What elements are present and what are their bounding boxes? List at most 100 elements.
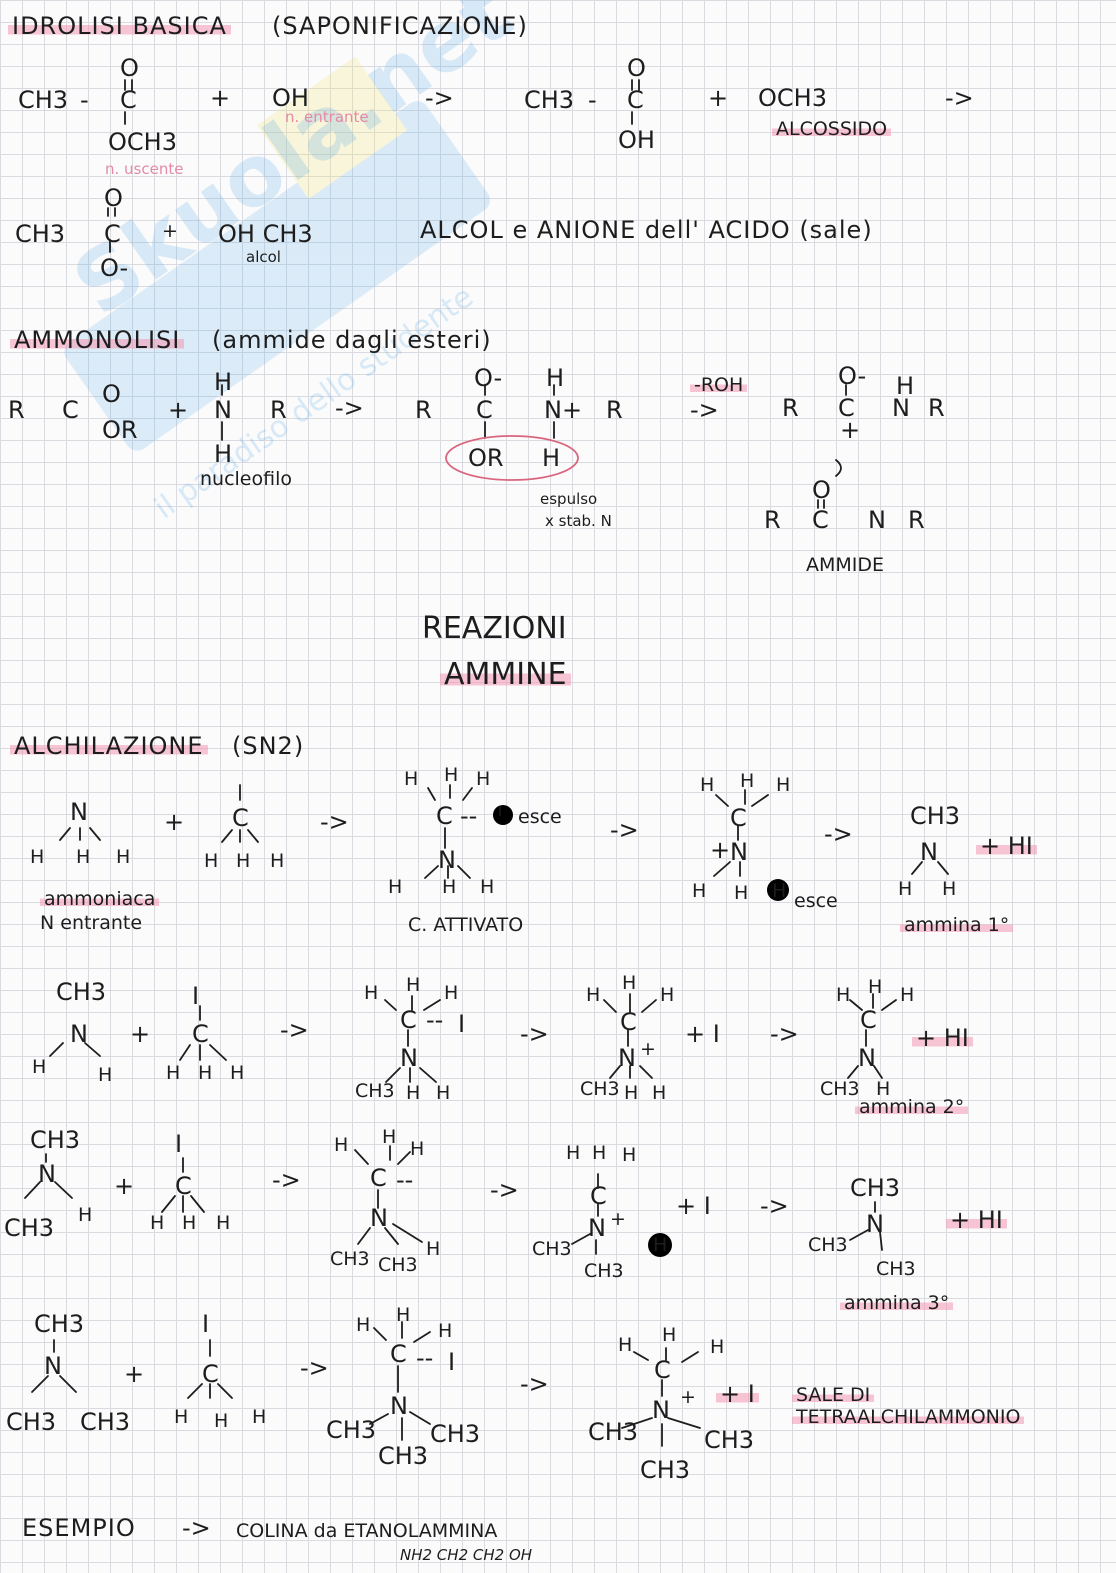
hydrogen-label: H: [480, 876, 495, 898]
partial-bond: --: [396, 1166, 414, 1194]
hydrogen-label: H: [622, 1144, 637, 1166]
tetraalchilammonio-label: TETRAALCHILAMMONIO: [792, 1408, 1025, 1427]
hydrogen-label: H: [198, 1062, 213, 1084]
reaction-arrow: ->: [425, 84, 454, 112]
partial-bond: --: [426, 1006, 444, 1034]
ch3-label: CH3: [876, 1258, 916, 1280]
section-subtitle-ammide: (ammide dagli esteri): [212, 326, 492, 354]
partial-bond: --: [416, 1344, 434, 1372]
oxygen-label: O: [120, 54, 139, 82]
ch3-label-product: CH3: [524, 86, 575, 114]
ch3-label: CH3: [378, 1254, 418, 1276]
oxide-label: O-: [838, 362, 867, 390]
plus-sign: +: [114, 1172, 135, 1200]
r-group-label: R: [8, 396, 25, 424]
esempio-text: COLINA da ETANOLAMMINA: [236, 1520, 498, 1542]
hydroxide-label: OH: [272, 84, 309, 112]
oxygen-label-product: O: [627, 54, 646, 82]
hydrogen-label: H: [214, 1410, 229, 1432]
carbon-label: C: [654, 1356, 671, 1384]
r-group-label: R: [270, 396, 287, 424]
iodide-byproduct: + I: [676, 1192, 711, 1220]
ch3-label: CH3: [820, 1078, 860, 1100]
hydrogen-label: H: [32, 1056, 47, 1078]
hydrogen-label: H: [836, 984, 851, 1006]
carbon-label: C: [202, 1360, 219, 1388]
reaction-arrow: ->: [335, 394, 364, 422]
hydrogen-label: H: [204, 850, 219, 872]
hydrogen-label: H: [898, 878, 913, 900]
hydrogen-label: H: [618, 1334, 633, 1356]
carbon-label: C: [370, 1164, 387, 1192]
nitrogen-label: N: [920, 838, 938, 866]
sale-label: SALE DI: [792, 1386, 875, 1405]
circled-h-label: H: [772, 880, 787, 902]
ch3-label: CH3: [430, 1420, 481, 1448]
hydrogen-label: H: [542, 444, 561, 472]
nitrogen-label: N: [400, 1044, 418, 1072]
reaction-arrow: ->: [280, 1016, 309, 1044]
plus-sign: +: [162, 220, 178, 242]
r-group-label: R: [908, 506, 925, 534]
ch3-label: CH3: [18, 86, 69, 114]
hydrogen-label: H: [662, 1324, 677, 1346]
plus-sign: +: [708, 84, 729, 112]
ch3-label: CH3: [6, 1408, 57, 1436]
carbon-label: C: [730, 804, 747, 832]
plus-sign: +: [130, 1020, 151, 1048]
hydrogen-label: H: [236, 850, 251, 872]
ammonium-n-label: N: [588, 1214, 606, 1242]
hydrogen-label: H: [546, 364, 565, 392]
nitrogen-label: N: [44, 1352, 62, 1380]
nitrogen-label: N: [866, 1210, 884, 1238]
nitrogen-label: N: [70, 1020, 88, 1048]
r-group-label: R: [415, 396, 432, 424]
entrante-note: n. entrante: [285, 108, 369, 126]
ammide-label: AMMIDE: [806, 554, 885, 576]
carbon-label: C: [400, 1006, 417, 1034]
esempio-label: ESEMPIO: [22, 1514, 136, 1542]
alcosside-label: ALCOSSIDO: [772, 120, 892, 139]
nitrogen-label: N: [858, 1044, 876, 1072]
heading-ammine: AMMINE: [440, 660, 571, 690]
ch3-label: CH3: [588, 1418, 639, 1446]
methanol-label: OH CH3: [218, 220, 313, 248]
ammoniaca-label: ammoniaca: [40, 890, 160, 909]
hydrogen-label: H: [586, 984, 601, 1006]
nitrogen-label: N: [370, 1204, 388, 1232]
c-attivato-label: C. ATTIVATO: [408, 914, 524, 936]
hydrogen-label: H: [692, 880, 707, 902]
ch3-label: CH3: [56, 978, 107, 1006]
ammonium-n-label: N: [618, 1044, 636, 1072]
oxygen-label: O: [104, 184, 123, 212]
products-summary: ALCOL e ANIONE dell' ACIDO (sale): [420, 216, 873, 244]
hydrogen-label: H: [942, 878, 957, 900]
hydrogen-label: H: [98, 1064, 113, 1086]
plus-sign: +: [710, 836, 731, 864]
hydrogen-label: H: [476, 768, 491, 790]
carbon-label: C: [860, 1006, 877, 1034]
reaction-arrow: ->: [760, 1192, 789, 1220]
nitrogen-label: N: [38, 1160, 56, 1188]
ch3-label: CH3: [34, 1310, 85, 1338]
iodine-label: I: [175, 1130, 183, 1158]
carbon-label-product: C: [627, 86, 644, 114]
reaction-arrow: ->: [824, 820, 853, 848]
hydrogen-label: H: [396, 1304, 411, 1326]
hydrogen-label: H: [876, 1078, 891, 1100]
hydrogen-label: H: [388, 876, 403, 898]
hydrogen-label: H: [30, 846, 45, 868]
carbon-label: C: [104, 220, 121, 248]
nitrogen-label: N: [390, 1392, 408, 1420]
plus-sign: +: [164, 808, 185, 836]
partial-bond: --: [460, 802, 478, 830]
ammina2-label: ammina 2°: [855, 1098, 969, 1117]
hydrogen-label: H: [436, 1082, 451, 1104]
ch3-label: CH3: [584, 1260, 624, 1282]
ch3-label: CH3: [532, 1238, 572, 1260]
nitrogen-label: N: [438, 846, 456, 874]
positive-charge: +: [640, 1038, 656, 1060]
ch3-label: CH3: [326, 1416, 377, 1444]
reaction-arrow: ->: [520, 1370, 549, 1398]
nitrogen-label: N: [868, 506, 886, 534]
